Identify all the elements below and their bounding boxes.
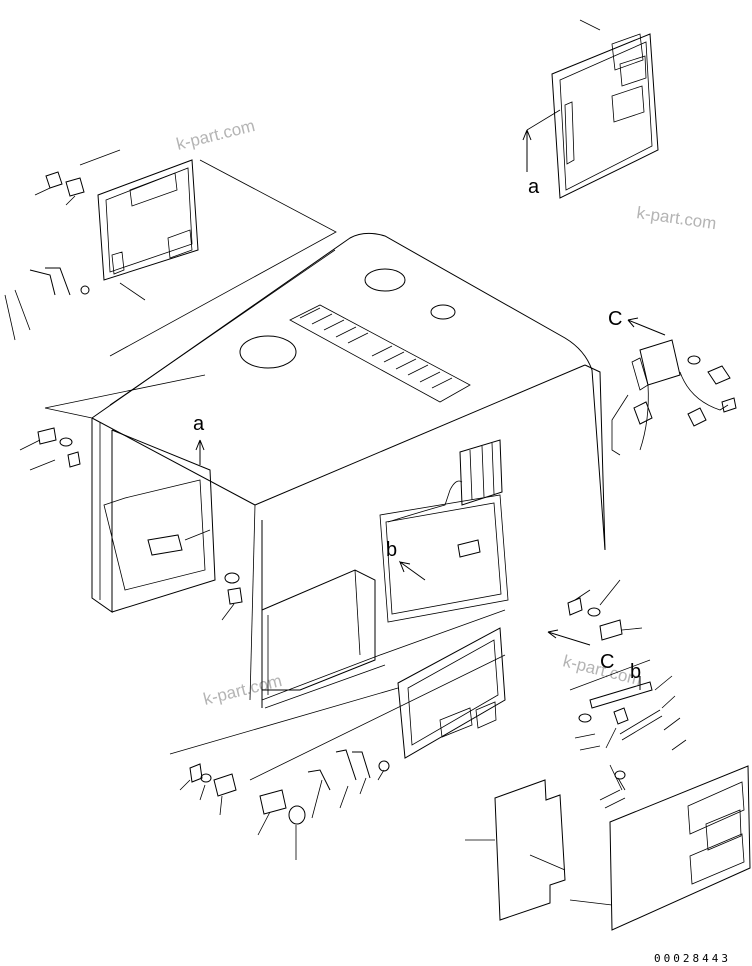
arrow-a-top [522, 129, 532, 172]
top-round-hole [239, 335, 297, 369]
panel-top-left [79, 149, 199, 301]
arrow-c [627, 317, 666, 336]
watermark: k-part.com [635, 203, 717, 233]
leader-lines [44, 159, 506, 781]
bolt [457, 539, 481, 558]
pad-insulation [465, 779, 566, 921]
drawing-number: 00028443 [654, 952, 731, 965]
label-a: a [193, 413, 205, 435]
label-b: b [630, 661, 641, 683]
arrow-a-left [195, 439, 205, 465]
label-a: a [528, 176, 540, 198]
top-round-hole [364, 268, 406, 292]
panel-detail-a [551, 33, 659, 199]
access-panel-cluster [387, 439, 503, 523]
label-c: C [608, 308, 622, 330]
label-b: b [386, 539, 397, 561]
panel-bottom-right [569, 764, 751, 931]
hardware-left-side [19, 427, 211, 556]
top-round-hole [430, 304, 456, 320]
hardware-lower-left [179, 749, 390, 860]
bracket-parts [569, 659, 687, 751]
hardware-top-left [4, 171, 90, 341]
arrow-c-lower [547, 629, 591, 646]
hardware-right-mid [567, 579, 643, 641]
vent-louvers [289, 304, 471, 403]
door-panel-lower [397, 627, 506, 759]
hood-cover-body [91, 232, 606, 709]
controller-box [611, 339, 737, 456]
watermark: k-part.com [174, 116, 257, 154]
label-c: C [600, 651, 614, 673]
arrow-b [398, 560, 426, 581]
